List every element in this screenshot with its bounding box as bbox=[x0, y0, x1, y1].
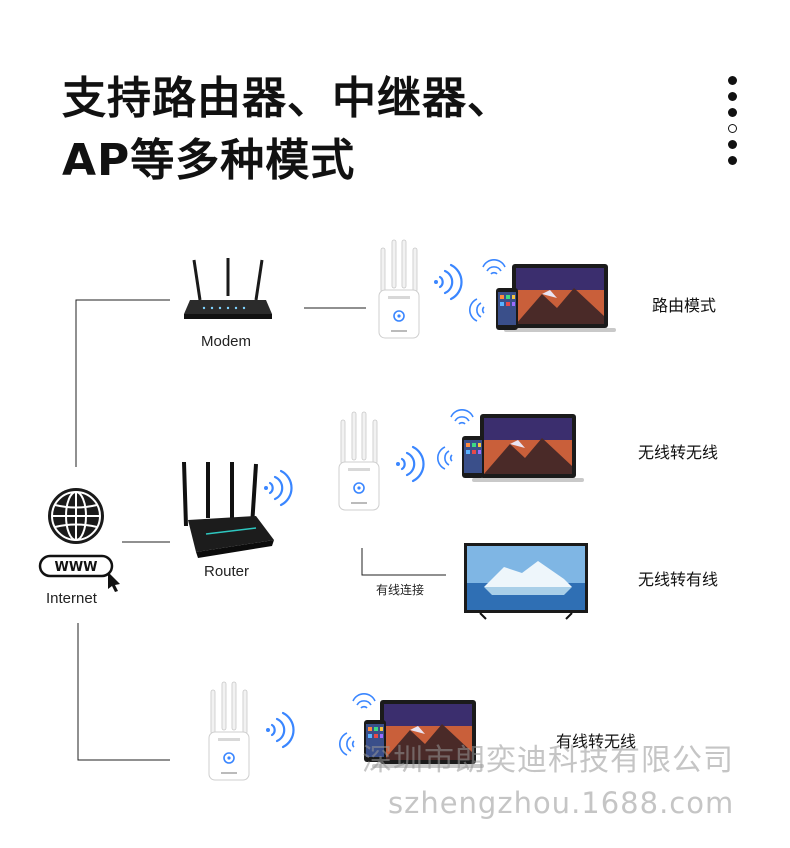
www-label: WWW bbox=[54, 560, 97, 575]
title-line-1: 支持路由器、中继器、 bbox=[62, 73, 512, 124]
mode-label-wired-to-wireless: 有线转无线 bbox=[556, 732, 637, 751]
laptop-icon-1 bbox=[504, 264, 616, 332]
device-wifi-icon-3b bbox=[338, 732, 355, 756]
router-label: Router bbox=[204, 563, 250, 580]
indicator-dot bbox=[727, 156, 737, 165]
www-badge-icon: WWW bbox=[38, 554, 120, 592]
watermark-company: 深圳市朗奕迪科技有限公司 bbox=[362, 743, 734, 778]
line-wired-connection bbox=[361, 548, 446, 576]
modem-icon bbox=[184, 258, 272, 319]
page-title: 支持路由器、中继器、 AP等多种模式 bbox=[62, 68, 512, 192]
device-wifi-icon-2 bbox=[450, 408, 474, 425]
indicator-dot bbox=[727, 140, 737, 149]
indicator-dot bbox=[727, 108, 737, 117]
repeater-icon-2 bbox=[338, 411, 380, 511]
tv-icon bbox=[464, 543, 588, 620]
repeater-wifi-icon-3 bbox=[264, 711, 295, 749]
device-wifi-icon-1b bbox=[468, 298, 485, 322]
mode-label-router: 路由模式 bbox=[652, 296, 717, 315]
device-wifi-icon-2b bbox=[436, 446, 453, 470]
modem-label: Modem bbox=[201, 333, 252, 350]
mode-label-wireless-to-wireless: 无线转无线 bbox=[638, 443, 719, 462]
repeater-icon-1 bbox=[378, 239, 420, 339]
repeater-wifi-icon-1 bbox=[432, 263, 463, 301]
phone-icon-1 bbox=[496, 288, 518, 330]
line-internet-repeater bbox=[77, 623, 170, 761]
watermark-url: szhengzhou.1688.com bbox=[388, 786, 735, 820]
phone-icon-2 bbox=[462, 436, 484, 478]
repeater-wifi-icon-2 bbox=[394, 445, 425, 483]
internet-label: Internet bbox=[46, 590, 97, 607]
laptop-icon-2 bbox=[472, 414, 584, 482]
globe-icon bbox=[48, 488, 104, 544]
indicator-dot bbox=[727, 76, 737, 85]
router-icon bbox=[182, 461, 274, 558]
indicator-dot-active bbox=[727, 124, 737, 133]
device-wifi-icon-3 bbox=[352, 692, 376, 709]
router-wifi-icon bbox=[262, 469, 293, 507]
line-internet-modem bbox=[75, 299, 170, 467]
wired-connection-label: 有线连接 bbox=[376, 583, 425, 597]
title-line-2: AP等多种模式 bbox=[62, 135, 356, 186]
mode-label-wireless-to-wired: 无线转有线 bbox=[638, 570, 719, 589]
indicator-dot bbox=[727, 92, 737, 101]
repeater-icon-3 bbox=[208, 681, 250, 781]
device-wifi-icon-1 bbox=[482, 258, 506, 275]
page-indicator bbox=[725, 76, 739, 172]
